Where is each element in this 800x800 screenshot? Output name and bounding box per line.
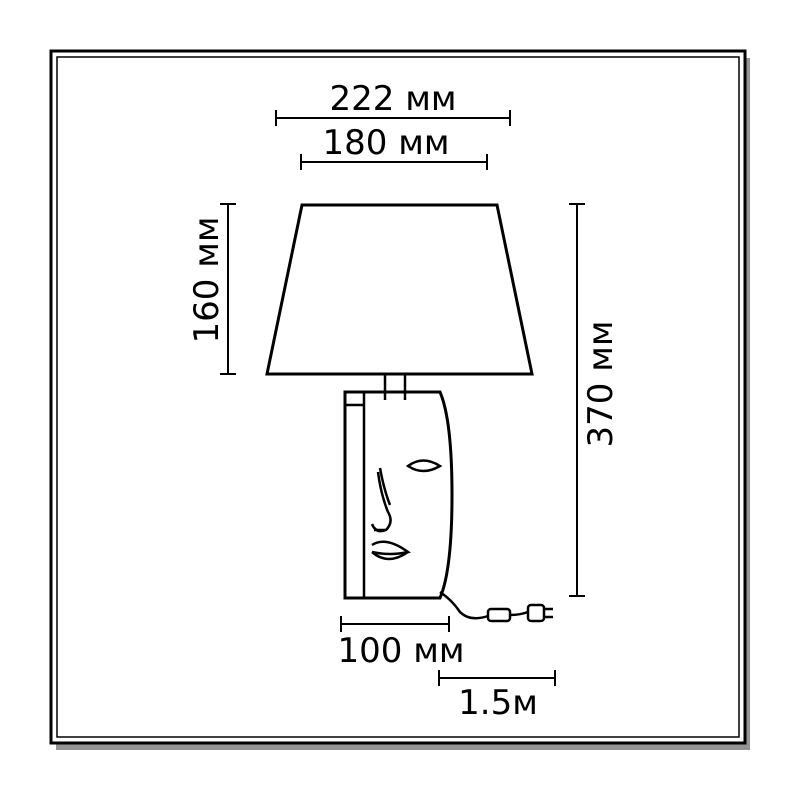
shade-top-width-label: 180 мм — [322, 123, 449, 163]
dimension-shade-height: 160 мм — [187, 203, 236, 375]
power-cord — [439, 590, 553, 623]
cord-length-label: 1.5м — [458, 683, 538, 723]
dimension-total-height: 370 мм — [569, 203, 621, 597]
lamp-shade — [265, 203, 534, 376]
shade-bottom-width-label: 222 мм — [329, 79, 456, 119]
lips-drawing — [371, 540, 411, 561]
face-art — [370, 459, 443, 561]
dimension-shade-top-width: 180 мм — [300, 123, 488, 170]
plug-icon — [526, 603, 546, 623]
cord-switch-icon — [486, 607, 512, 623]
dimension-base-width: 100 мм — [337, 616, 465, 671]
frame — [49, 49, 750, 750]
base-width-label: 100 мм — [337, 631, 464, 671]
lamp-base — [343, 390, 454, 600]
nose-drawing — [370, 471, 392, 533]
dimension-shade-bottom-width: 222 мм — [275, 79, 511, 126]
total-height-label: 370 мм — [581, 320, 621, 447]
shade-height-label: 160 мм — [187, 216, 227, 343]
eye-drawing — [405, 459, 443, 473]
lamp-stem — [383, 374, 407, 400]
dimension-cord-length: 1.5м — [438, 670, 556, 723]
